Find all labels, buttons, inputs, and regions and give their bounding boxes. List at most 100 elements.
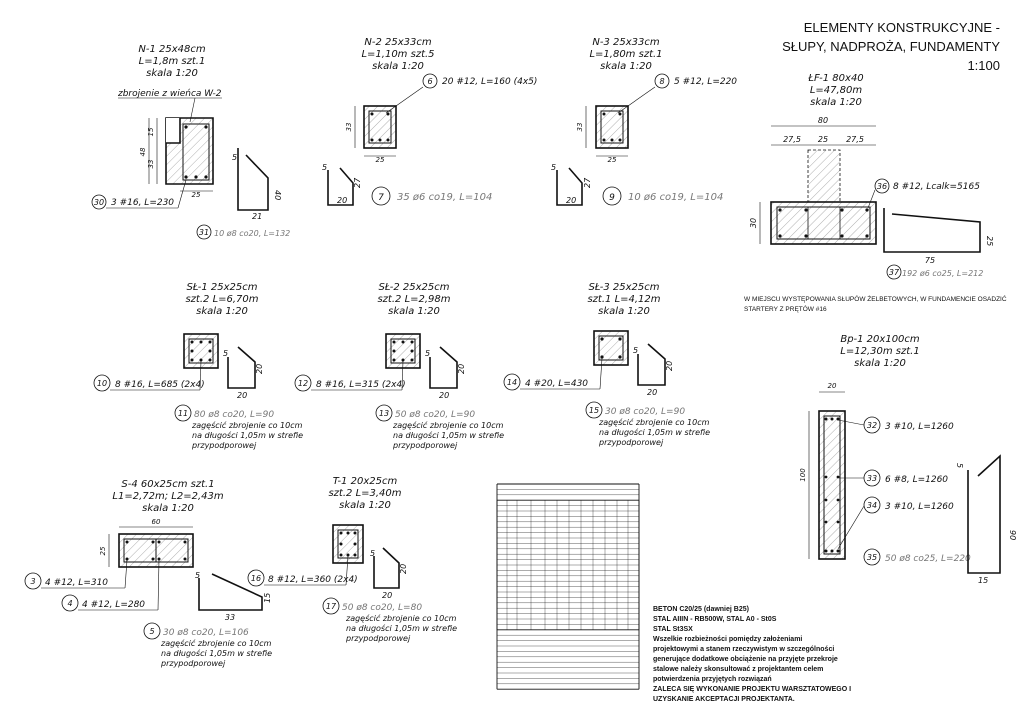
sl1-bar10-text: 8 #16, L=685 (2x4)	[115, 380, 205, 390]
n2-bar7-tag	[371, 186, 391, 206]
s4-bar4-tag	[61, 594, 79, 612]
sl2-bar12-num: 12	[298, 379, 308, 388]
bp1-section	[818, 410, 846, 560]
sl3-bar14-num: 14	[507, 378, 517, 387]
n1-st40: 40	[273, 190, 282, 200]
note-steel-1: STAL AIIIN - RB500W, STAL A0 - St0S	[653, 616, 777, 623]
sl1-bar11-text: 80 ø8 co20,	[194, 410, 250, 420]
lf1-heading: ŁF-1 80x40	[807, 73, 863, 84]
t1-st20b: 20	[382, 591, 392, 600]
s4-dim-25: 25	[99, 546, 107, 555]
sl2-st5: 5	[425, 349, 430, 358]
lf1-bar37-length: L=212	[957, 269, 983, 278]
note-line-9: ZALECA SIĘ WYKONANIE PROJEKTU WARSZTATOW…	[653, 686, 851, 693]
n3-bar9-num: 9	[609, 193, 615, 203]
svg-text:80 ø8 co20, L=90: 80 ø8 co20, L=90	[194, 410, 274, 420]
n1-bar31-length: L=132	[264, 229, 290, 238]
n2-bar6-text: 20 #12, L=160 (4x5)	[442, 77, 537, 87]
bp1-st5: 5	[955, 463, 964, 468]
t1-bar17-length: L=80	[398, 603, 422, 613]
note-line-8: potwierdzenia przyjętych rozwiązań	[653, 676, 772, 683]
title-scale: 1:100	[967, 58, 1000, 73]
t1-length: szt.2 L=3,40m	[328, 488, 401, 499]
n1-dim-15: 15	[147, 127, 155, 136]
n3-bar8-num: 8	[659, 77, 664, 86]
sl2-bar13-tag	[375, 404, 393, 422]
sl1-bar11-num: 11	[178, 409, 188, 418]
s4-length: L1=2,72m; L2=2,43m	[112, 491, 223, 502]
svg-text:35 ø6 co19, L=104: 35 ø6 co19, L=104	[397, 192, 492, 203]
sl3-section	[593, 330, 629, 366]
n2-length: L=1,10m szt.5	[361, 49, 434, 60]
bp1-bar35-length: L=220	[941, 554, 971, 564]
n1-wieniec-label: zbrojenie z wieńca W-2	[117, 89, 222, 99]
t1-bar17-num: 17	[326, 602, 337, 611]
n2-bar7-length: L=104	[459, 192, 492, 203]
bp1-bar34-text: 3 #10, L=1260	[885, 502, 954, 512]
lf1-section	[770, 201, 877, 245]
lf1-dim-30: 30	[749, 218, 758, 228]
sl3-st20b: 20	[647, 388, 657, 397]
bp1-bar34-num: 34	[867, 501, 877, 510]
general-notes: BETON C20/25 (dawniej B25) STAL AIIIN - …	[653, 606, 851, 703]
n3-heading: N-3 25x33cm	[592, 37, 659, 48]
svg-text:10 ø6 co19, L=104: 10 ø6 co19, L=104	[628, 192, 723, 203]
s4-bar3-num: 3	[30, 577, 35, 586]
t1-heading: T-1 20x25cm	[333, 476, 398, 487]
svg-text:10 ø8 co20, L=132: 10 ø8 co20, L=132	[214, 229, 290, 238]
s4-st15: 15	[263, 593, 272, 603]
detail-lf1: ŁF-1 80x40 L=47,80m skala 1:20 80 27,5 2…	[744, 73, 1007, 313]
n2-st27: 27	[353, 177, 362, 188]
n2-st20: 20	[337, 196, 347, 205]
sl2-heading: SŁ-2 25x25cm	[379, 282, 450, 293]
n3-st27: 27	[583, 177, 592, 188]
t1-note-1: zagęścić zbrojenie co 10cm	[345, 613, 457, 623]
sl1-note-3: przypodporowej	[191, 441, 257, 450]
sl1-length: szt.2 L=6,70m	[185, 294, 258, 305]
n3-bar9-length: L=104	[690, 192, 723, 203]
bp1-bar35-text: 50 ø8 co25,	[885, 554, 941, 564]
sl3-bar15-num: 15	[589, 406, 599, 415]
bp1-st15: 15	[978, 576, 988, 585]
n3-bar8-tag	[654, 73, 670, 89]
lf1-st25: 25	[985, 236, 994, 246]
lf1-scale: skala 1:20	[810, 97, 862, 108]
lf1-bar37-tag	[886, 264, 902, 280]
n2-dim-25: 25	[376, 156, 385, 164]
bp1-bar35-num: 35	[867, 553, 877, 562]
sl2-bar13-text: 50 ø8 co20,	[395, 410, 451, 420]
sl2-bar13-length: L=90	[451, 410, 475, 420]
t1-bar17-text: 50 ø8 co20,	[342, 603, 398, 613]
lf1-length: L=47,80m	[810, 85, 863, 96]
sl2-note-2: na długości 1,05m w strefie	[393, 430, 504, 440]
bp1-length: L=12,30m szt.1	[840, 346, 919, 357]
n1-st21: 21	[252, 212, 262, 221]
n2-dim-33: 33	[345, 123, 353, 132]
note-line-7: stalowe należy skonsultować z projektant…	[653, 666, 823, 673]
n3-length: L=1,80m szt.1	[589, 49, 662, 60]
sl1-note-1: zagęścić zbrojenie co 10cm	[191, 420, 303, 430]
sl3-bar15-tag	[585, 401, 603, 419]
s4-bar3-tag	[24, 572, 42, 590]
bp1-bar33-num: 33	[867, 474, 877, 483]
lf1-note-2: STARTERY Z PRĘTÓW #16	[744, 304, 827, 313]
sl3-note-3: przypodporowej	[598, 438, 664, 447]
t1-bar16-tag	[247, 569, 265, 587]
n2-heading: N-2 25x33cm	[364, 37, 431, 48]
note-concrete: BETON C20/25 (dawniej B25)	[653, 606, 749, 613]
n1-scale: skala 1:20	[146, 68, 198, 79]
sl2-bar12-tag	[294, 374, 312, 392]
detail-bp1: Bp-1 20x100cm L=12,30m szt.1 skala 1:20 …	[799, 334, 1017, 585]
lf1-bar37-text: 192 ø6 co25,	[902, 269, 957, 278]
bp1-dim-100: 100	[799, 468, 807, 482]
lf1-dim-275a: 27,5	[783, 135, 801, 144]
sl3-scale: skala 1:20	[598, 306, 650, 317]
detail-sl3: SŁ-3 25x25cm szt.1 L=4,12m skala 1:20 5 …	[503, 282, 710, 447]
n3-bar8-text: 5 #12, L=220	[674, 77, 737, 87]
svg-text:30 ø8 co20, L=106: 30 ø8 co20, L=106	[163, 628, 249, 638]
lf1-bar36-num: 36	[877, 182, 887, 191]
svg-text:30 ø8 co20, L=90: 30 ø8 co20, L=90	[605, 407, 685, 417]
sl3-bar14-tag	[503, 373, 521, 391]
s4-st5: 5	[195, 571, 200, 580]
